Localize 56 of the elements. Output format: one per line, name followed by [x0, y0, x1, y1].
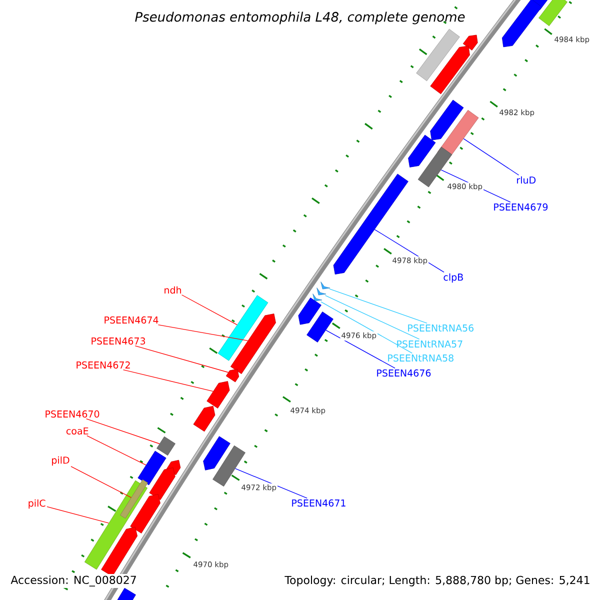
gene-feature	[298, 298, 322, 325]
gene-feature	[206, 381, 230, 408]
gene-label: PSEEN4673	[92, 337, 146, 345]
gene-label: PSEENtRNA58	[388, 354, 454, 362]
gene-feature	[203, 436, 230, 470]
gene-label: PSEENtRNA56	[408, 324, 474, 332]
leader-line	[46, 506, 110, 524]
leader-line	[234, 468, 308, 499]
footer-text: Accession: NC_008027	[9, 574, 138, 588]
gene-label: PSEEN4672	[76, 361, 130, 369]
leader-line	[134, 345, 229, 373]
leader-line	[326, 330, 396, 369]
gene-label: PSEENtRNA57	[397, 340, 462, 348]
gene-label: PSEEN4674	[104, 316, 158, 324]
gene-feature	[408, 134, 436, 168]
leader-line	[70, 466, 132, 498]
gene-label: pilD	[52, 456, 70, 466]
footer-text: Topology: circular; Length: 5,888,780 bp; Genes: 5,241	[283, 574, 592, 588]
leader-line	[329, 288, 428, 324]
gene-label: PSEEN4671	[292, 499, 346, 507]
gene-label: PSEEN4679	[494, 203, 548, 211]
gene-label: clpB	[444, 273, 463, 283]
gene-feature	[430, 100, 464, 140]
gene-feature	[130, 494, 160, 534]
gene-feature	[430, 46, 470, 94]
gene-label: coaE	[66, 427, 88, 435]
gene-feature	[101, 526, 138, 577]
trna-feature	[312, 294, 322, 302]
gene-feature	[156, 436, 176, 456]
gene-label: pilC	[28, 499, 46, 509]
gene-feature	[149, 467, 176, 500]
trna-feature	[316, 288, 326, 296]
leader-line	[86, 435, 146, 466]
gene-feature	[218, 295, 268, 361]
leader-line	[158, 324, 248, 342]
gene-label: PSEEN4670	[46, 410, 100, 418]
gene-label: PSEEN4676	[377, 369, 431, 377]
gene-feature	[120, 479, 148, 519]
leader-line	[122, 369, 214, 392]
trna-feature	[320, 282, 330, 290]
gene-feature	[230, 314, 276, 374]
gene-feature	[226, 368, 240, 382]
leader-line	[324, 295, 420, 340]
gene-label: rluD	[517, 176, 536, 184]
leader-line	[320, 301, 412, 354]
gene-feature	[193, 406, 216, 432]
gene-label: ndh	[164, 286, 181, 294]
leader-line	[181, 294, 238, 326]
title: Pseudomonas entomophila L48, complete genome	[135, 12, 465, 24]
gene-feature	[502, 0, 542, 48]
gene-feature	[306, 312, 334, 342]
gene-feature	[117, 588, 136, 600]
leader-line	[86, 418, 160, 444]
gene-feature	[138, 450, 166, 486]
gene-feature	[462, 34, 478, 50]
gene-feature	[416, 28, 460, 82]
